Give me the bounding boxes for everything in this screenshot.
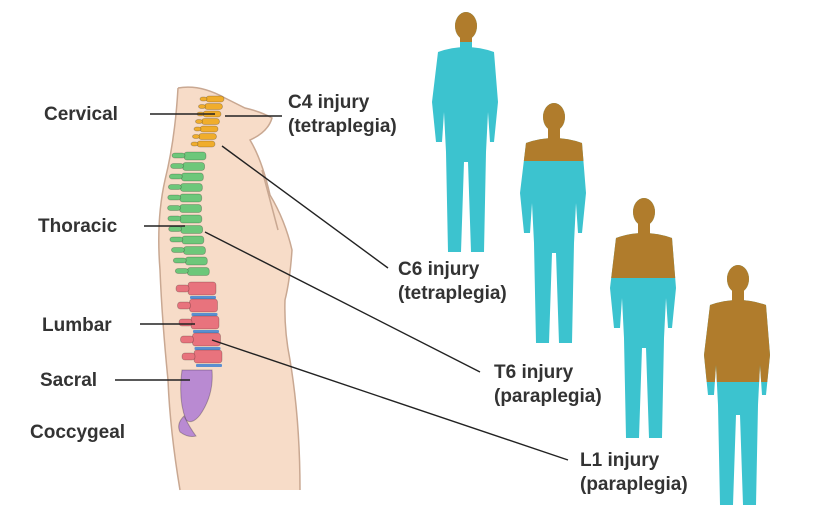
lumbar-disc [191,313,218,316]
thoracic-process [169,236,184,243]
cervical-vertebra [196,140,216,148]
lumbar-process [180,335,194,344]
figure-c6 [520,103,586,343]
thoracic-process [171,247,185,253]
thoracic-vertebra [183,246,206,255]
cervical-vertebra [199,125,219,133]
label-coccygeal: Coccygeal [30,422,125,443]
lumbar-disc [194,347,221,350]
thoracic-vertebra [183,151,207,161]
cervical-vertebra [198,133,217,140]
thoracic-vertebra [179,193,203,203]
back-outline [158,87,181,491]
thoracic-process [174,268,189,274]
cervical-process [198,104,206,109]
injury-labels: C4 injury (tetraplegia) C6 injury (tetra… [288,92,688,495]
label-cervical: Cervical [44,104,118,125]
label-thoracic: Thoracic [38,216,118,237]
thoracic-process [172,257,187,264]
injury-c4-level: C4 injury [288,92,370,113]
injury-c4-type: (tetraplegia) [288,116,397,137]
connector-t6 [204,231,481,373]
injury-l1-level: L1 injury [580,450,660,471]
thoracic-vertebra [182,162,206,171]
lumbar-process [175,284,190,293]
thoracic-vertebra [186,267,210,276]
coccyx [178,415,197,437]
thoracic-process [167,215,182,222]
thoracic-process [167,184,182,190]
torso-outline [177,86,301,491]
cervical-process [195,119,203,124]
lumbar-vertebra [192,332,221,347]
injury-t6-type: (paraplegia) [494,386,602,407]
thoracic-vertebra [181,235,205,245]
injury-connectors [204,115,569,461]
thoracic-vertebra [184,256,208,266]
thoracic-vertebra [179,183,203,192]
connector-c6 [221,145,389,269]
thoracic-process [171,152,186,159]
injury-l1-type: (paraplegia) [580,474,688,495]
thoracic-vertebra [179,204,202,213]
cervical-vertebra [201,118,220,125]
spine [167,95,225,437]
figure-c4 [432,12,498,252]
injury-c6-level: C6 injury [398,259,480,280]
cervical-process [192,134,200,139]
lumbar-vertebra [189,298,218,313]
cervical-process [193,126,202,132]
chest-crease [261,169,279,231]
thoracic-process [168,226,183,232]
label-sacral: Sacral [40,370,97,391]
lumbar-vertebra [187,281,217,296]
cervical-process [190,141,199,147]
figure-l1 [704,265,770,505]
thoracic-process [168,173,183,180]
figure-t6 [610,198,676,438]
sacrum [180,369,213,423]
region-labels: Cervical Thoracic Lumbar Sacral Coccygea… [30,104,215,443]
thoracic-process [167,205,181,211]
lumbar-vertebra [193,349,223,364]
thoracic-vertebra [179,214,203,224]
cervical-process [199,96,208,102]
lumbar-process [178,318,193,327]
label-lumbar: Lumbar [42,315,112,336]
lumbar-process [181,352,196,361]
thoracic-process [167,194,182,201]
injury-c6-type: (tetraplegia) [398,283,507,304]
connector-l1 [211,339,569,461]
thoracic-process [170,163,185,169]
lumbar-disc [193,330,219,333]
lumbar-disc [196,364,222,367]
lumbar-vertebra [190,315,220,330]
injury-t6-level: T6 injury [494,362,574,383]
thoracic-vertebra [180,172,204,182]
cervical-vertebra [205,95,225,103]
cervical-vertebra [204,103,223,110]
body-unaffected [432,12,498,252]
lumbar-process [177,301,191,310]
lumbar-disc [190,296,216,299]
